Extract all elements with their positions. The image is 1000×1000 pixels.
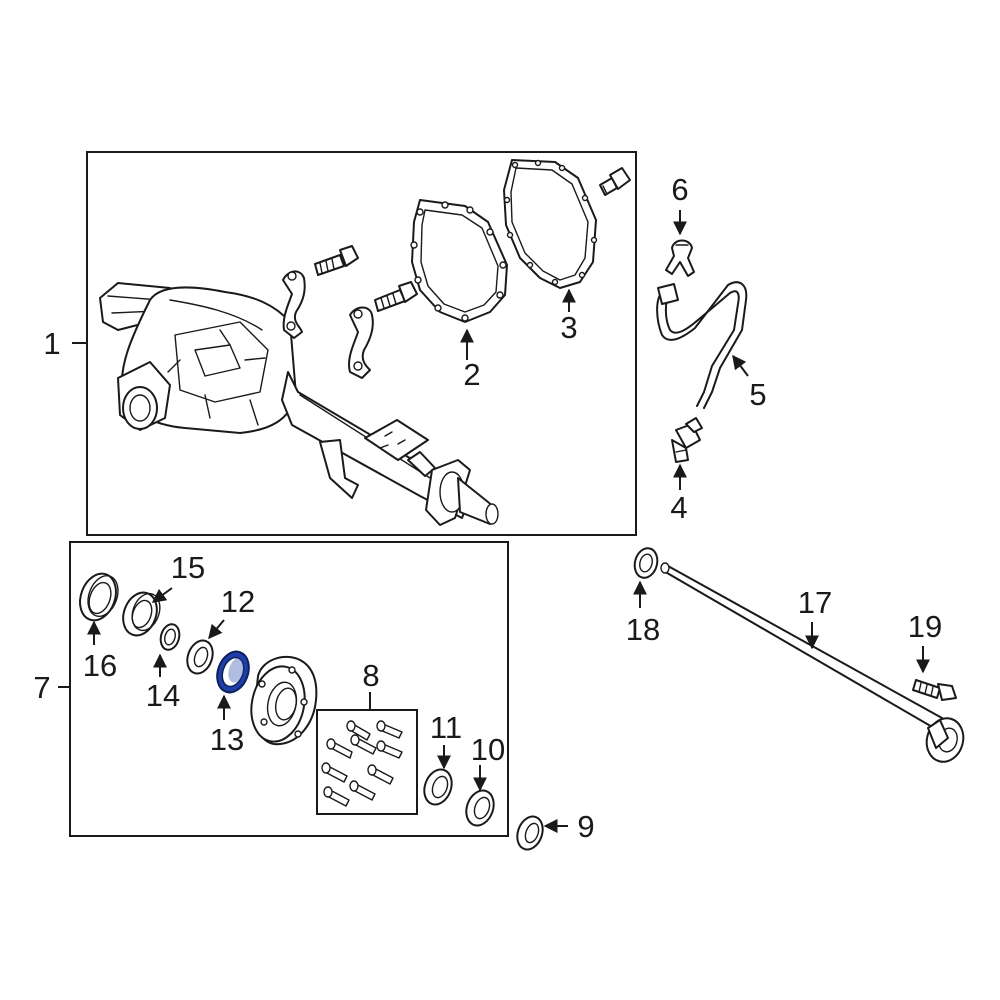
- callout-12: 12: [221, 584, 255, 619]
- callout-5-leader: [732, 354, 749, 377]
- inner-seal-inner-ring: [221, 656, 245, 688]
- axle-housing-part[interactable]: [99, 282, 499, 526]
- differential-cover-part[interactable]: [410, 199, 508, 323]
- callout-9: 9: [577, 809, 594, 844]
- wheel-stud-set-box: [316, 709, 418, 815]
- vent-hose-part[interactable]: [656, 281, 748, 409]
- callout-2: 2: [463, 357, 480, 392]
- callout-1: 1: [43, 326, 60, 361]
- bearing-cap-bolt-upper[interactable]: [314, 245, 359, 276]
- callout-4: 4: [670, 490, 687, 525]
- callout-12-leader: [208, 619, 225, 640]
- callout-5: 5: [749, 377, 766, 412]
- wheel-hub-part[interactable]: [245, 655, 318, 747]
- axle-shaft-part[interactable]: [660, 562, 968, 766]
- callout-6: 6: [671, 172, 688, 207]
- callout-14: 14: [146, 678, 180, 713]
- callout-18: 18: [626, 612, 660, 647]
- callout-8: 8: [362, 658, 379, 693]
- callout-16: 16: [83, 648, 117, 683]
- washer-part[interactable]: [158, 622, 182, 652]
- vent-hose-clip-part[interactable]: [665, 239, 695, 277]
- washer-18-part[interactable]: [631, 546, 660, 581]
- vent-fitting-part[interactable]: [671, 417, 703, 463]
- hub-bearing-group-box: [69, 541, 509, 837]
- outer-axle-seal-part[interactable]: [513, 813, 547, 853]
- wheel-stud-set-part[interactable]: [321, 720, 403, 807]
- outer-bearing-part[interactable]: [117, 588, 164, 640]
- callout-19: 19: [908, 609, 942, 644]
- axle-bearing-part[interactable]: [420, 766, 457, 809]
- axle-bolt-part[interactable]: [912, 679, 957, 701]
- callout-7: 7: [33, 670, 50, 705]
- callout-3: 3: [560, 310, 577, 345]
- callout-15: 15: [171, 550, 205, 585]
- callout-17: 17: [798, 585, 832, 620]
- inner-seal-highlighted-part[interactable]: [212, 647, 255, 697]
- cover-gasket-part[interactable]: [503, 159, 598, 289]
- bearing-cap-bolt-lower[interactable]: [374, 281, 418, 312]
- bearing-cap-upper[interactable]: [282, 270, 306, 339]
- outer-seal-part[interactable]: [74, 569, 124, 626]
- inner-bearing-part[interactable]: [183, 637, 217, 677]
- bearing-cap-lower[interactable]: [348, 306, 374, 379]
- callout-15-leader: [151, 587, 173, 603]
- callout-11: 11: [430, 710, 462, 745]
- callout-13: 13: [210, 722, 244, 757]
- callout-10: 10: [471, 732, 505, 767]
- axle-seal-part[interactable]: [462, 787, 499, 830]
- cover-bolt-part[interactable]: [599, 167, 631, 196]
